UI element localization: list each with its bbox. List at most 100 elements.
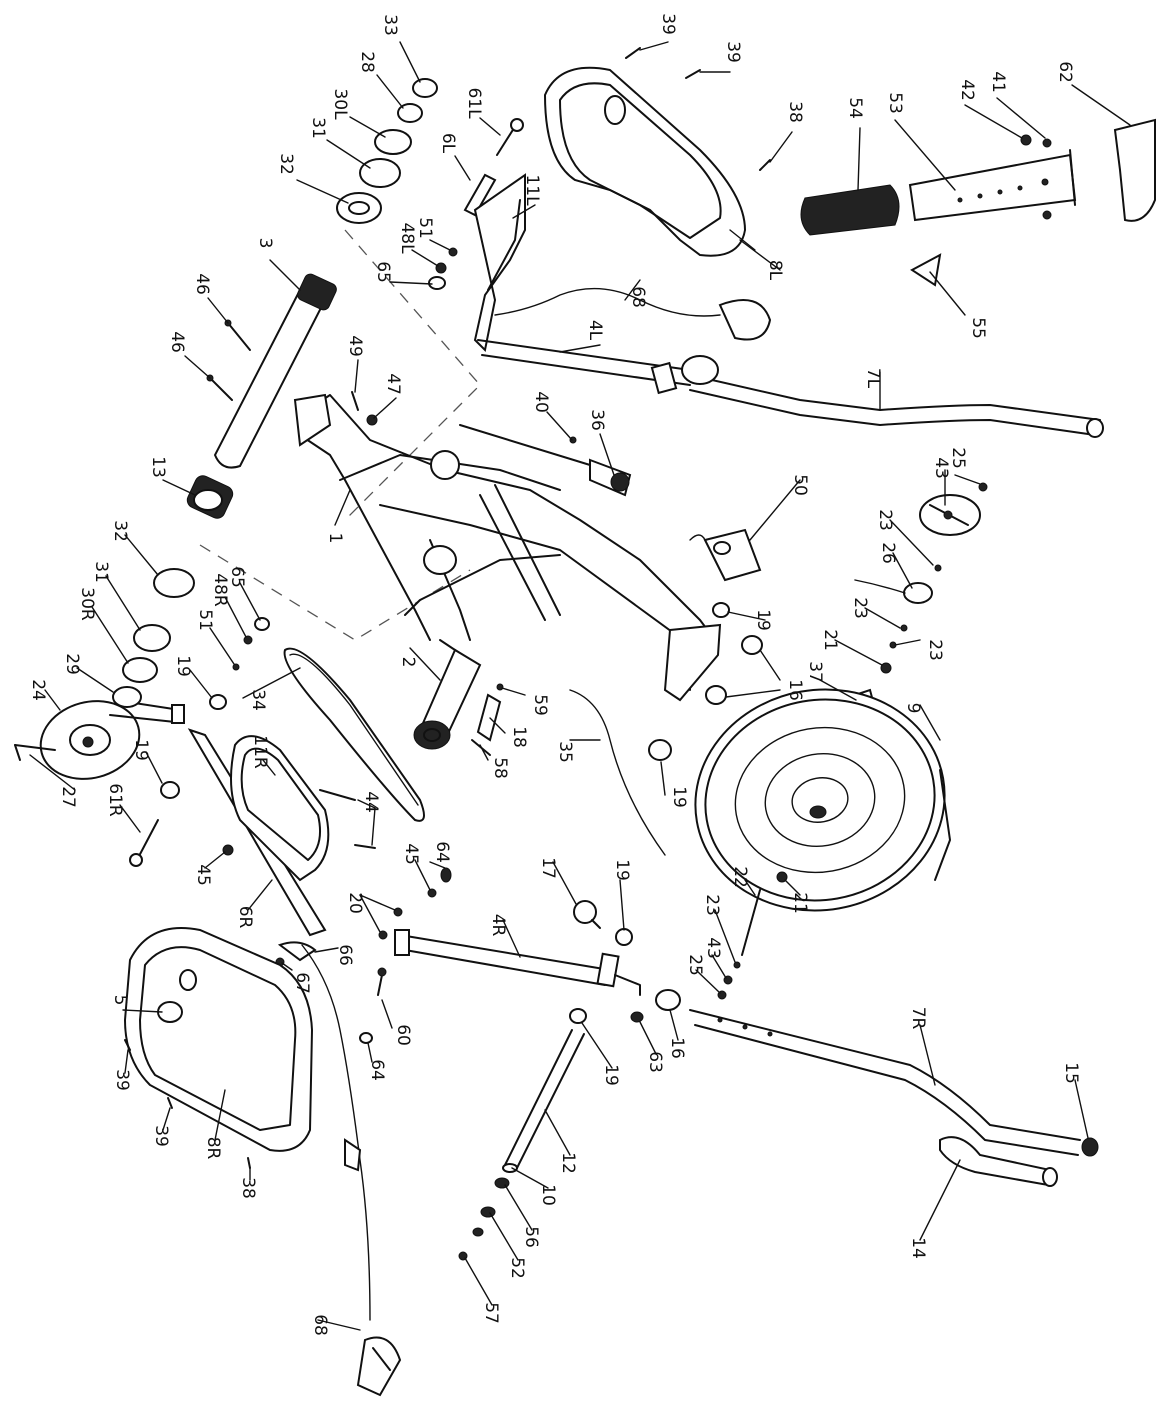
label-10: 10 <box>538 1184 558 1206</box>
label-33: 33 <box>380 14 400 36</box>
label-23: 23 <box>702 894 722 916</box>
label-37: 37 <box>805 661 825 683</box>
label-35: 35 <box>555 741 575 763</box>
label-31: 31 <box>91 561 111 583</box>
label-46: 46 <box>167 331 187 353</box>
label-46: 46 <box>192 273 212 295</box>
label-27: 27 <box>58 786 78 808</box>
label-51: 51 <box>195 609 215 631</box>
label-63: 63 <box>645 1051 665 1073</box>
label-65: 65 <box>373 261 393 283</box>
label-25: 25 <box>685 954 705 976</box>
label-20: 20 <box>345 892 365 914</box>
label-18: 18 <box>509 726 529 748</box>
label-9: 9 <box>903 703 923 714</box>
label-19: 19 <box>131 739 151 761</box>
label-43: 43 <box>703 937 723 959</box>
label-38: 38 <box>238 1177 258 1199</box>
label-19: 19 <box>669 786 689 808</box>
label-47: 47 <box>383 373 403 395</box>
label-22: 22 <box>730 866 750 888</box>
label-39: 39 <box>658 13 678 35</box>
label-55: 55 <box>968 317 988 339</box>
label-12: 12 <box>558 1152 578 1174</box>
label-26: 26 <box>878 542 898 564</box>
label-38: 38 <box>785 101 805 123</box>
label-24: 24 <box>28 679 48 701</box>
label-53: 53 <box>885 92 905 114</box>
label-64: 64 <box>367 1059 387 1081</box>
label-54: 54 <box>845 97 865 119</box>
label-2: 2 <box>398 657 418 668</box>
label-49: 49 <box>345 335 365 357</box>
label-51: 51 <box>415 217 435 239</box>
label-61R: 61R <box>105 783 125 817</box>
label-36: 36 <box>587 409 607 431</box>
label-5: 5 <box>110 995 130 1006</box>
label-16: 16 <box>667 1037 687 1059</box>
label-68: 68 <box>628 286 648 308</box>
part-labels: 1 2 3 5 9 10 12 13 14 15 16 16 17 18 19 … <box>28 13 1081 1336</box>
label-62: 62 <box>1055 61 1075 83</box>
label-6R: 6R <box>235 906 255 929</box>
label-30L: 30L <box>330 88 350 120</box>
label-11R: 11R <box>250 735 270 769</box>
label-50: 50 <box>790 474 810 496</box>
label-56: 56 <box>521 1226 541 1248</box>
label-15: 15 <box>1061 1062 1081 1084</box>
label-6L: 6L <box>438 133 458 154</box>
label-44: 44 <box>361 791 381 813</box>
label-30R: 30R <box>77 587 97 621</box>
label-19: 19 <box>601 1064 621 1086</box>
label-21: 21 <box>820 629 840 651</box>
label-14: 14 <box>908 1237 928 1259</box>
label-65: 65 <box>227 566 247 588</box>
label-13: 13 <box>148 456 168 478</box>
label-19: 19 <box>173 655 193 677</box>
label-25: 25 <box>948 447 968 469</box>
label-19: 19 <box>612 859 632 881</box>
label-21: 21 <box>790 892 810 914</box>
label-59: 59 <box>530 694 550 716</box>
label-42: 42 <box>957 79 977 101</box>
label-3: 3 <box>255 238 275 249</box>
label-1: 1 <box>325 533 345 544</box>
label-28: 28 <box>357 51 377 73</box>
label-45: 45 <box>193 864 213 886</box>
label-67: 67 <box>292 972 312 994</box>
label-40: 40 <box>531 391 551 413</box>
label-60: 60 <box>393 1024 413 1046</box>
label-43: 43 <box>931 457 951 479</box>
label-31: 31 <box>308 117 328 139</box>
label-32: 32 <box>110 520 130 542</box>
label-8L: 8L <box>765 260 785 281</box>
leader-lines <box>29 41 1131 1331</box>
label-4L: 4L <box>585 320 605 341</box>
label-29: 29 <box>62 653 82 675</box>
label-39: 39 <box>151 1125 171 1147</box>
label-7R: 7R <box>908 1007 928 1030</box>
label-57: 57 <box>481 1302 501 1324</box>
label-8R: 8R <box>203 1137 223 1160</box>
label-34: 34 <box>248 689 268 711</box>
label-39: 39 <box>723 41 743 63</box>
label-23: 23 <box>925 639 945 661</box>
label-52: 52 <box>507 1257 527 1279</box>
flywheel-drawing <box>694 688 951 912</box>
part-drawings <box>14 47 1156 1397</box>
label-48L: 48L <box>397 222 417 254</box>
label-68: 68 <box>310 1314 330 1336</box>
label-32: 32 <box>276 153 296 175</box>
label-16: 16 <box>785 679 805 701</box>
label-61L: 61L <box>464 87 484 119</box>
label-39: 39 <box>112 1069 132 1091</box>
label-66: 66 <box>335 944 355 966</box>
label-23: 23 <box>875 509 895 531</box>
label-7L: 7L <box>863 368 883 389</box>
label-41: 41 <box>988 71 1008 93</box>
label-58: 58 <box>490 757 510 779</box>
label-11L: 11L <box>522 174 542 206</box>
label-23: 23 <box>850 597 870 619</box>
label-17: 17 <box>538 857 558 879</box>
